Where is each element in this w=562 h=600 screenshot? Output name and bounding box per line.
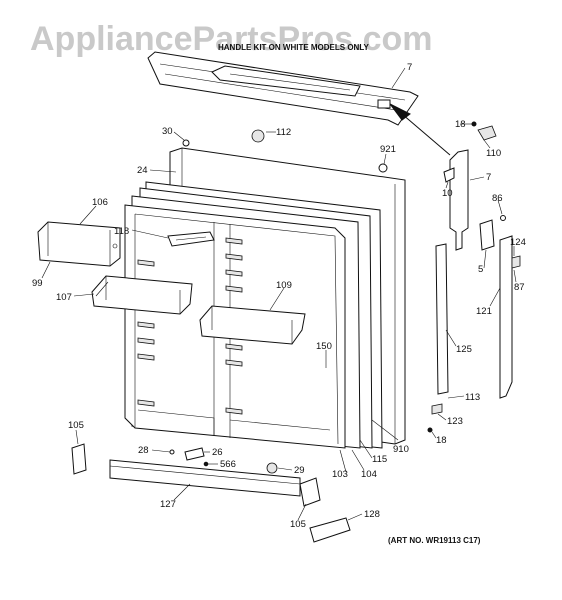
- callout-103: 103: [332, 469, 348, 480]
- callout-150: 150: [316, 341, 332, 352]
- callout-5: 5: [478, 264, 483, 275]
- callout-86: 86: [492, 193, 503, 204]
- bracket-26: [184, 447, 205, 461]
- callout-124: 124: [510, 237, 526, 248]
- callout-109: 109: [276, 280, 292, 291]
- callout-29: 29: [294, 465, 305, 476]
- callout-123: 123: [447, 416, 463, 427]
- callout-921: 921: [380, 144, 396, 155]
- handle-125: [435, 243, 449, 395]
- screw-566: [203, 461, 209, 467]
- callout-110: 110: [486, 148, 501, 159]
- grille-127: [109, 459, 301, 497]
- callout-28: 28: [138, 445, 149, 456]
- screw-18b: [427, 427, 433, 433]
- callout-30: 30: [162, 126, 173, 137]
- callout-87: 87: [514, 282, 525, 293]
- screw-30: [182, 139, 190, 147]
- part-123: [431, 403, 443, 415]
- callout-106: 106: [92, 197, 108, 208]
- callout-99: 99: [32, 278, 43, 289]
- callout-566: 566: [220, 459, 236, 470]
- art-number: (ART NO. WR19113 C17): [388, 536, 481, 545]
- callout-104: 104: [361, 469, 377, 480]
- callout-7: 7: [407, 62, 412, 73]
- part-124: [511, 255, 521, 269]
- header-note: HANDLE KIT ON WHITE MODELS ONLY: [218, 43, 369, 52]
- callout-125: 125: [456, 344, 472, 355]
- arrow-pointer: [389, 103, 411, 121]
- callout-107: 107: [56, 292, 72, 303]
- callout-26: 26: [212, 447, 223, 458]
- hinge-cover-105a: [71, 443, 87, 475]
- handle-bracket-7: [449, 149, 469, 251]
- callout-18: 18: [455, 119, 466, 130]
- shelf-bin-109: [199, 305, 306, 345]
- callout-121: 121: [476, 306, 492, 317]
- dairy-door-106: [37, 221, 121, 267]
- butter-bin-118: [167, 231, 215, 247]
- cover-5: [479, 219, 495, 251]
- callout-24: 24: [137, 165, 148, 176]
- callout-115: 115: [372, 454, 387, 465]
- clip-10: [443, 167, 455, 183]
- screw-86: [500, 215, 506, 221]
- cap-921: [378, 163, 388, 173]
- screw-18a: [471, 121, 477, 127]
- callout-105b: 105: [290, 519, 306, 530]
- callout-18b: 18: [436, 435, 447, 446]
- plug-29: [266, 462, 278, 474]
- callout-10: 10: [442, 188, 453, 199]
- part-128: [309, 517, 351, 543]
- callout-112: 112: [276, 127, 291, 138]
- callout-118: 118: [114, 226, 129, 237]
- plug-112: [251, 129, 265, 143]
- handle-trim-121: [499, 235, 513, 399]
- screw-28: [169, 449, 175, 455]
- callout-910: 910: [393, 444, 409, 455]
- callout-113: 113: [465, 392, 480, 403]
- leader-lines: [41, 67, 517, 521]
- handle-kit-part: [147, 51, 419, 126]
- watermark-text: AppliancePartsPros.com: [30, 20, 432, 58]
- callout-128: 128: [364, 509, 380, 520]
- callout-labels: 7 18 110 30 112 921 7 24 10 86 106 118 5…: [32, 62, 526, 530]
- callout-127: 127: [160, 499, 176, 510]
- callout-7b: 7: [486, 172, 491, 183]
- callout-105: 105: [68, 420, 84, 431]
- hinge-cover-105b: [299, 477, 321, 507]
- shelf-bin-107: [91, 275, 193, 315]
- cap-110: [477, 125, 497, 141]
